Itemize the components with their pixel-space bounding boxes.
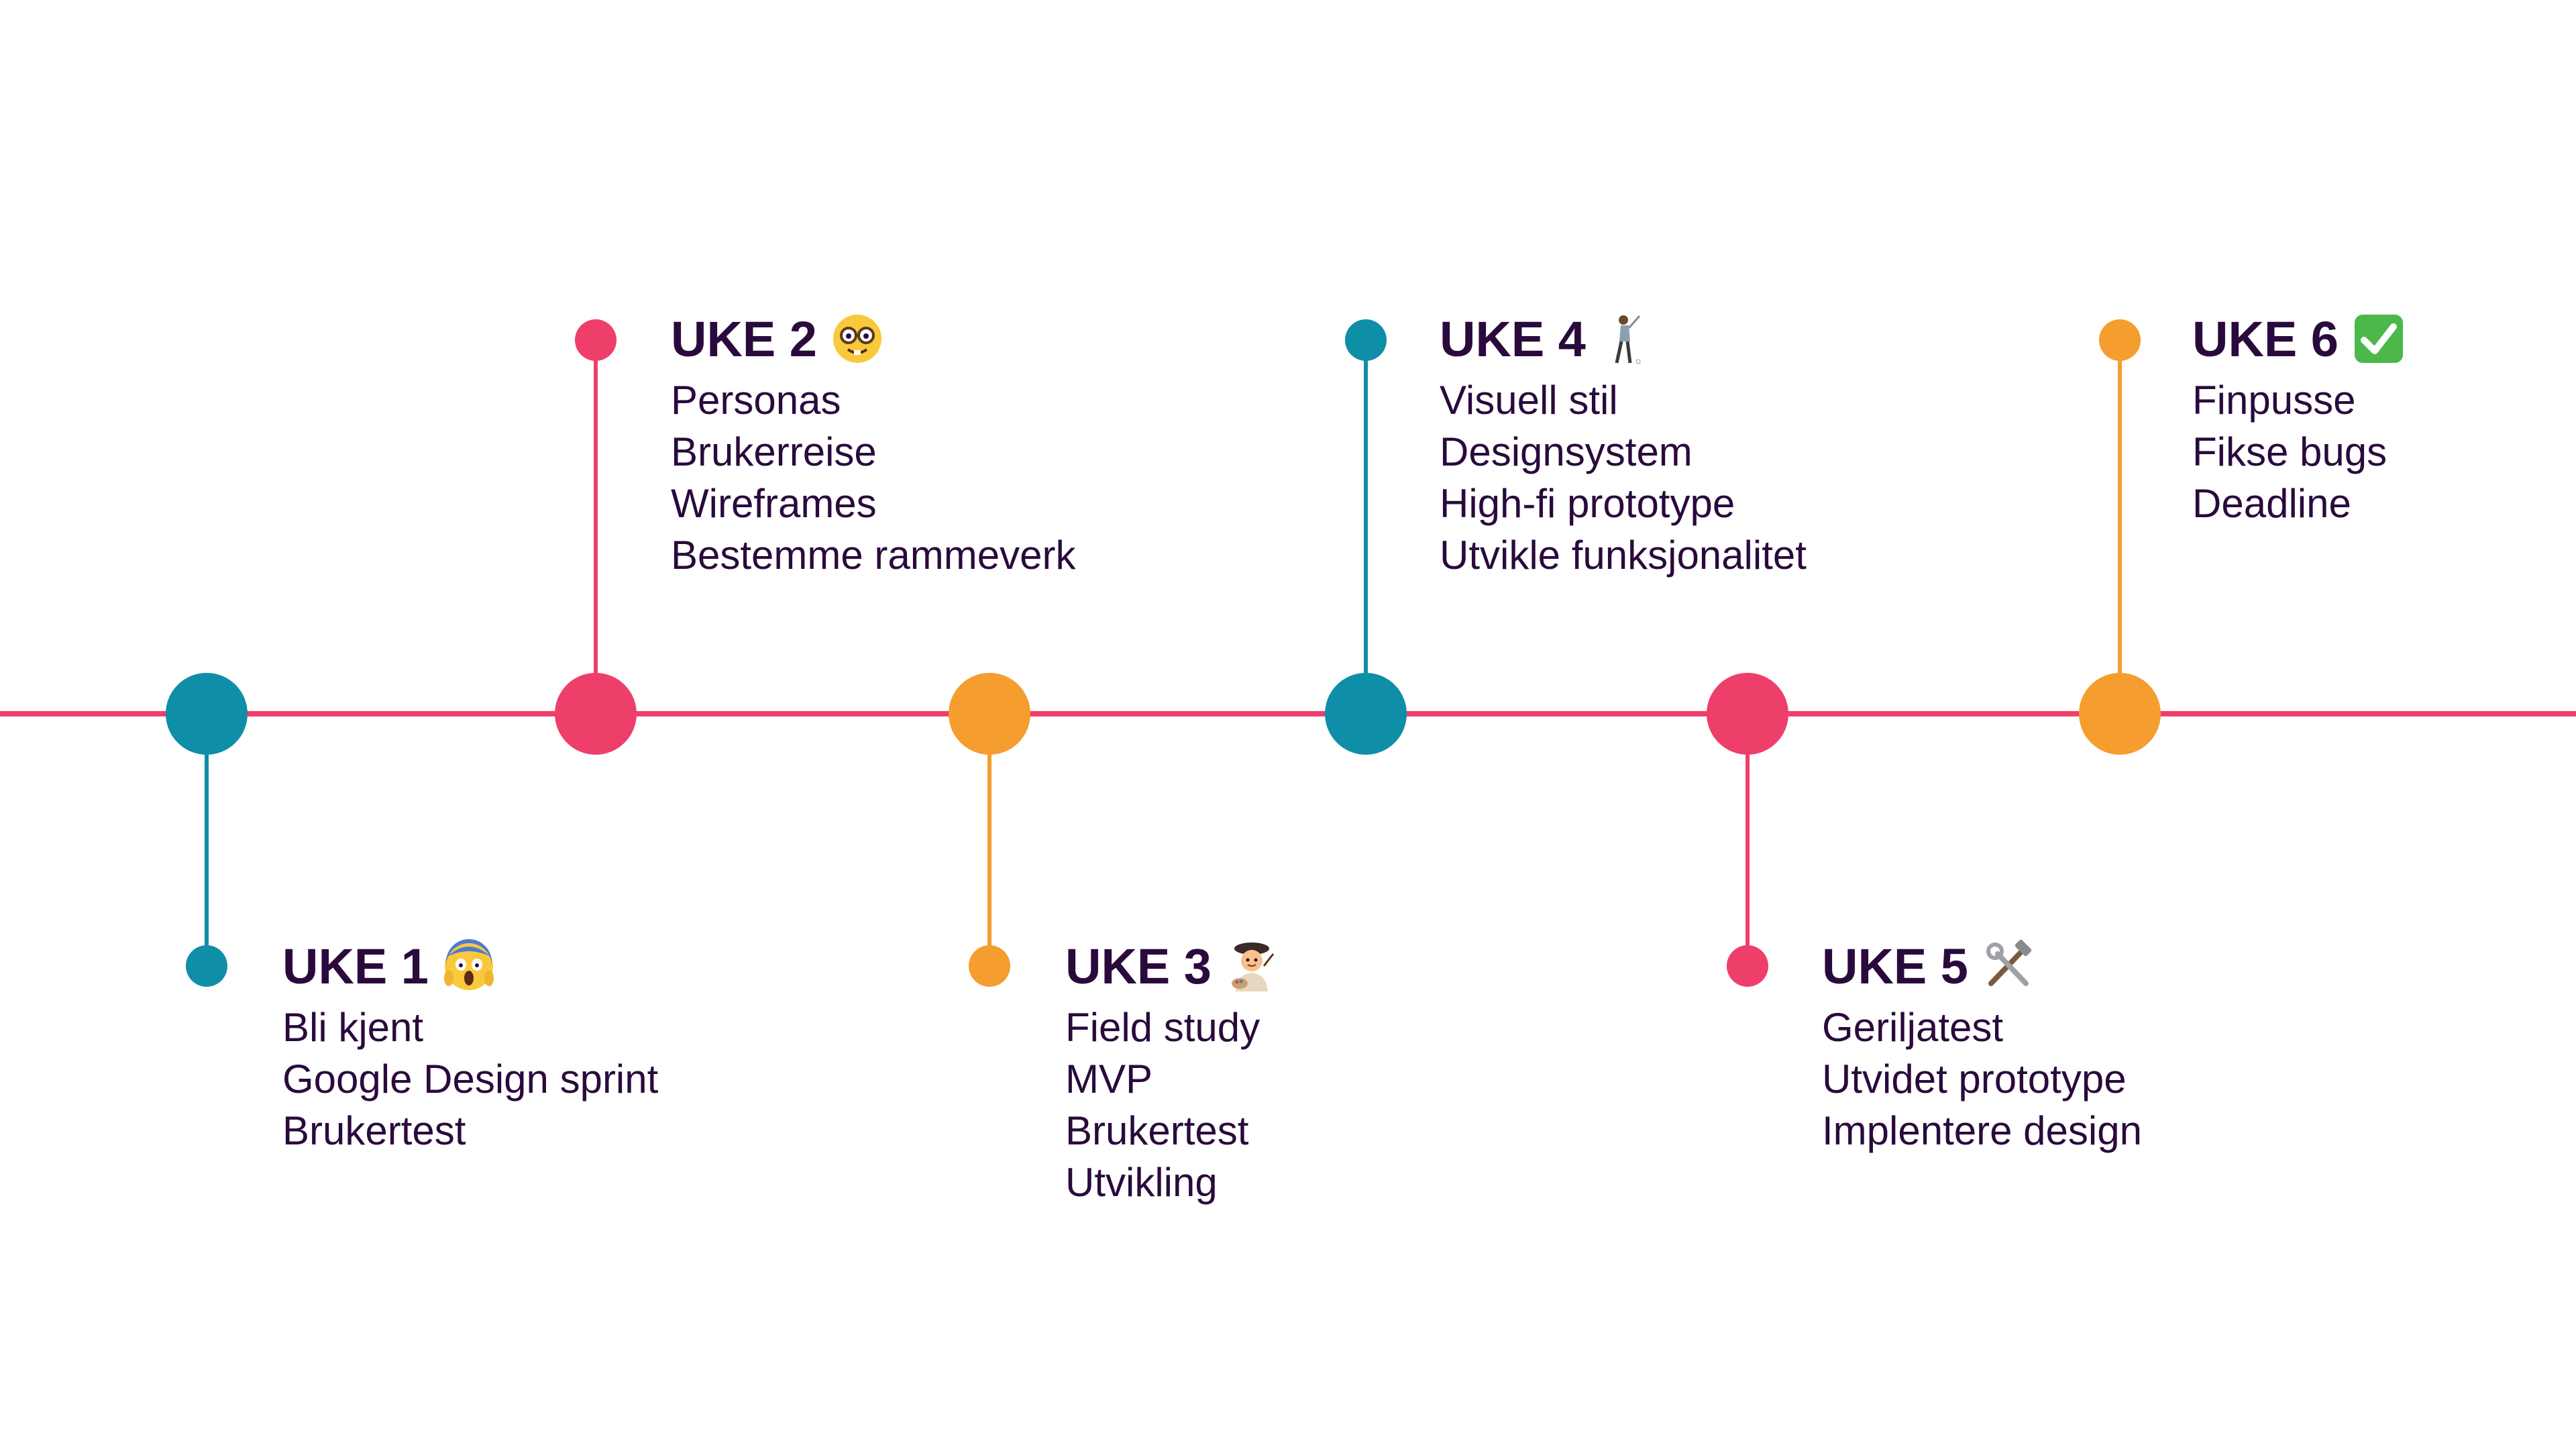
list-item: Personas (671, 378, 841, 423)
check-mark-button-icon (2354, 315, 2403, 363)
list-item: Wireframes (671, 481, 877, 526)
artist-icon (1231, 943, 1275, 991)
list-item: Deadline (2192, 481, 2351, 526)
list-item: Bli kjent (282, 1005, 424, 1050)
week-1-endpoint-dot (186, 945, 227, 987)
week-4-milestone-dot (1325, 673, 1407, 755)
nerd-face-icon (833, 315, 881, 363)
list-item: Google Design sprint (282, 1057, 659, 1102)
list-item: Field study (1065, 1005, 1260, 1050)
list-item: Brukertest (1065, 1108, 1249, 1153)
week-6-milestone-dot (2079, 673, 2161, 755)
list-item: Fikse bugs (2192, 429, 2387, 474)
list-item: Visuell stil (1440, 378, 1618, 423)
week-4-title: UKE 4 (1440, 311, 1586, 367)
list-item: Implentere design (1822, 1108, 2142, 1153)
list-item: MVP (1065, 1057, 1153, 1102)
week-5-endpoint-dot (1727, 945, 1768, 987)
week-2-milestone-dot (555, 673, 637, 755)
week-3-endpoint-dot (969, 945, 1010, 987)
list-item: Bestemme rammeverk (671, 533, 1076, 578)
list-item: Brukertest (282, 1108, 466, 1153)
list-item: Utvikle funksjonalitet (1440, 533, 1807, 578)
week-4-items: Visuell stil Designsystem High-fi protot… (1440, 374, 1909, 581)
list-item: Finpusse (2192, 378, 2356, 423)
week-2-title: UKE 2 (671, 311, 817, 367)
week-5-title: UKE 5 (1822, 938, 1968, 994)
week-5-milestone-dot (1707, 673, 1788, 755)
list-item: Designsystem (1440, 429, 1693, 474)
week-6-items: Finpusse Fikse bugs Deadline (2192, 374, 2576, 529)
week-2-block: UKE 2 Personas Brukerreise Wireframes Be… (671, 309, 1140, 581)
week-3-milestone-dot (949, 673, 1030, 755)
screaming-face-icon (443, 939, 494, 990)
week-6-title: UKE 6 (2192, 311, 2339, 367)
week-1-block: UKE 1 Bli kjent Google Design sprint Bru… (282, 936, 752, 1157)
list-item: Geriljatest (1822, 1005, 2004, 1050)
week-2-endpoint-dot (575, 319, 616, 361)
week-1-title: UKE 1 (282, 938, 429, 994)
golfer-icon (1615, 315, 1641, 364)
hammer-and-wrench-icon (1986, 939, 2032, 986)
week-2-items: Personas Brukerreise Wireframes Bestemme… (671, 374, 1140, 581)
week-5-block: UKE 5 Geriljatest Utvidet prototype Impl… (1822, 936, 2292, 1157)
week-6-endpoint-dot (2099, 319, 2141, 361)
week-3-items: Field study MVP Brukertest Utvikling (1065, 1002, 1535, 1208)
week-3-block: UKE 3 Field study MVP Brukertest Utvikli… (1065, 936, 1535, 1208)
list-item: Brukerreise (671, 429, 877, 474)
list-item: High-fi prototype (1440, 481, 1735, 526)
week-6-block: UKE 6 Finpusse Fikse bugs Deadline (2192, 309, 2576, 529)
week-3-title: UKE 3 (1065, 938, 1212, 994)
list-item: Utvidet prototype (1822, 1057, 2127, 1102)
week-1-items: Bli kjent Google Design sprint Brukertes… (282, 1002, 752, 1157)
week-4-block: UKE 4 Visuell stil Designsystem High-fi … (1440, 309, 1909, 581)
week-1-milestone-dot (166, 673, 248, 755)
week-4-endpoint-dot (1345, 319, 1387, 361)
list-item: Utvikling (1065, 1160, 1218, 1205)
week-5-items: Geriljatest Utvidet prototype Implentere… (1822, 1002, 2292, 1157)
